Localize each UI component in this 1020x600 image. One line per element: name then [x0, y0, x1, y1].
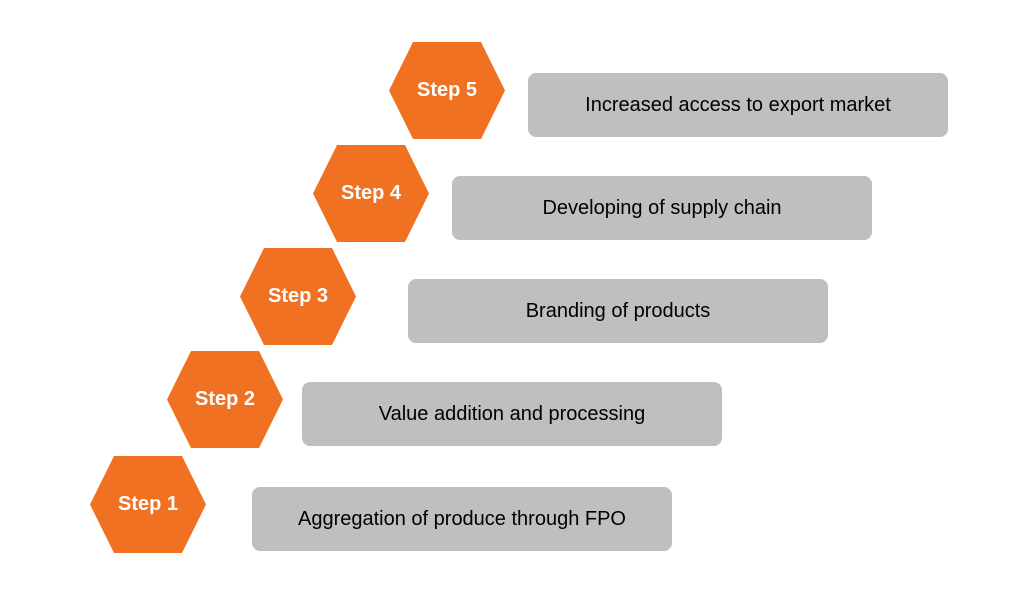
step-label: Step 3: [267, 285, 329, 307]
hexagon-shape: [167, 351, 283, 448]
step-hexagon-1: Step 1: [90, 456, 206, 553]
step-label: Step 1: [117, 493, 179, 515]
hexagon-shape: [90, 456, 206, 553]
step-description-box: Increased access to export market: [528, 73, 948, 137]
step-label: Step 5: [416, 79, 478, 101]
hexagon-shape: [313, 145, 429, 242]
step-description-box: Developing of supply chain: [452, 176, 872, 240]
step-hexagon-2: Step 2: [167, 351, 283, 448]
step-label: Step 4: [340, 182, 402, 204]
step-hexagon-5: Step 5: [389, 42, 505, 139]
step-label: Step 2: [194, 388, 256, 410]
step-description-box: Aggregation of produce through FPO: [252, 487, 672, 551]
step-description-box: Branding of products: [408, 279, 828, 343]
step-hexagon-4: Step 4: [313, 145, 429, 242]
step-description-box: Value addition and processing: [302, 382, 722, 446]
hexagon-shape: [389, 42, 505, 139]
step-hexagon-3: Step 3: [240, 248, 356, 345]
hexagon-shape: [240, 248, 356, 345]
